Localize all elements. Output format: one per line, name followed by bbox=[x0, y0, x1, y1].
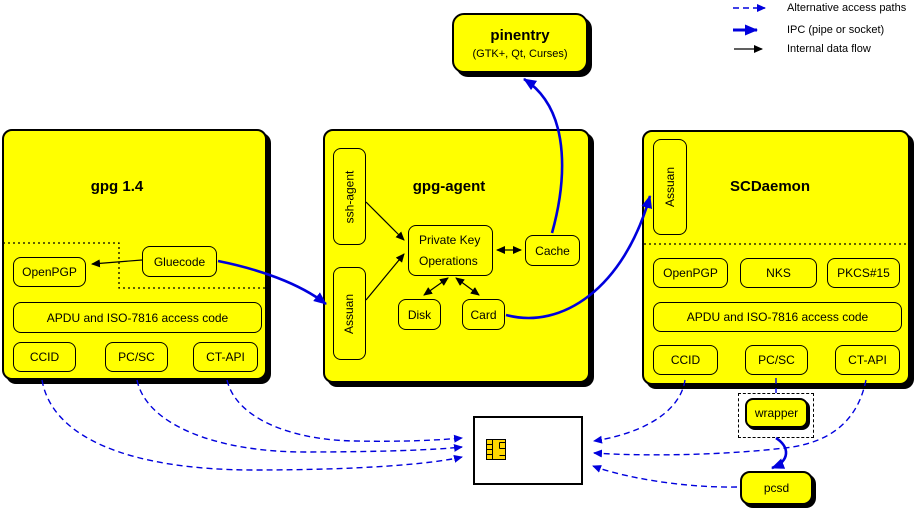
pko-line1: Private Key bbox=[419, 233, 481, 247]
gpg14-title: gpg 1.4 bbox=[90, 178, 144, 195]
disk-box: Disk bbox=[398, 299, 441, 330]
pko-line2: Operations bbox=[419, 254, 478, 268]
alt-scdaemon-ctapi-to-card bbox=[593, 379, 867, 458]
gpg-agent-ssh-agent-box: ssh-agent bbox=[333, 148, 366, 245]
scdaemon-openpgp-box: OpenPGP bbox=[653, 258, 728, 288]
alt-scdaemon-ccid-to-card bbox=[593, 379, 686, 444]
gpg-agent-assuan-label: Assuan bbox=[342, 293, 357, 334]
card-box: Card bbox=[462, 299, 505, 330]
scdaemon-apdu-box: APDU and ISO-7816 access code bbox=[653, 302, 902, 332]
smartcard-chip-icon bbox=[486, 439, 506, 460]
wrapper-box: wrapper bbox=[745, 398, 808, 428]
pinentry-subtitle: (GTK+, Qt, Curses) bbox=[472, 47, 568, 60]
pinentry-title: pinentry bbox=[490, 26, 550, 44]
alt-pcsd-to-card bbox=[592, 465, 738, 488]
legend-internal-label: Internal data flow bbox=[787, 43, 871, 55]
gpg-agent-assuan-box: Assuan bbox=[333, 267, 366, 360]
smartcard bbox=[473, 416, 583, 485]
gpg14-ccid-box: CCID bbox=[13, 342, 76, 372]
gpg14-ctapi-box: CT-API bbox=[193, 342, 258, 372]
cache-box: Cache bbox=[525, 235, 580, 266]
gpg14-apdu-box: APDU and ISO-7816 access code bbox=[13, 302, 262, 333]
scdaemon-ctapi-box: CT-API bbox=[835, 345, 900, 375]
pcsd-box: pcsd bbox=[740, 471, 813, 505]
private-key-operations-box: Private Key Operations bbox=[408, 225, 493, 276]
scdaemon-assuan-label: Assuan bbox=[663, 166, 677, 208]
legend-ipc-label: IPC (pipe or socket) bbox=[787, 24, 885, 36]
gpg14-pcsc-box: PC/SC bbox=[105, 342, 168, 372]
alt-gpg14-ccid-to-card bbox=[41, 379, 463, 471]
gpg14-openpgp-box: OpenPGP bbox=[13, 257, 86, 287]
legend-alternative-label: Alternative access paths bbox=[787, 2, 907, 14]
scdaemon-pcsc-box: PC/SC bbox=[745, 345, 808, 375]
scdaemon-nks-box: NKS bbox=[740, 258, 817, 288]
scdaemon-assuan-box: Assuan bbox=[653, 139, 687, 235]
ssh-agent-label: ssh-agent bbox=[342, 170, 357, 223]
ipc-wrapper-to-pcsd bbox=[771, 436, 788, 470]
scdaemon-ccid-box: CCID bbox=[653, 345, 718, 375]
scdaemon-title: SCDaemon bbox=[729, 178, 811, 195]
alt-gpg14-ctapi-to-card bbox=[226, 379, 463, 443]
scdaemon-pkcs15-box: PKCS#15 bbox=[827, 258, 900, 288]
pinentry-box: pinentry (GTK+, Qt, Curses) bbox=[452, 13, 588, 73]
alt-gpg14-pcsc-to-card bbox=[136, 379, 463, 453]
gpg-agent-title: gpg-agent bbox=[412, 178, 486, 195]
gpg14-gluecode-box: Gluecode bbox=[142, 246, 217, 277]
